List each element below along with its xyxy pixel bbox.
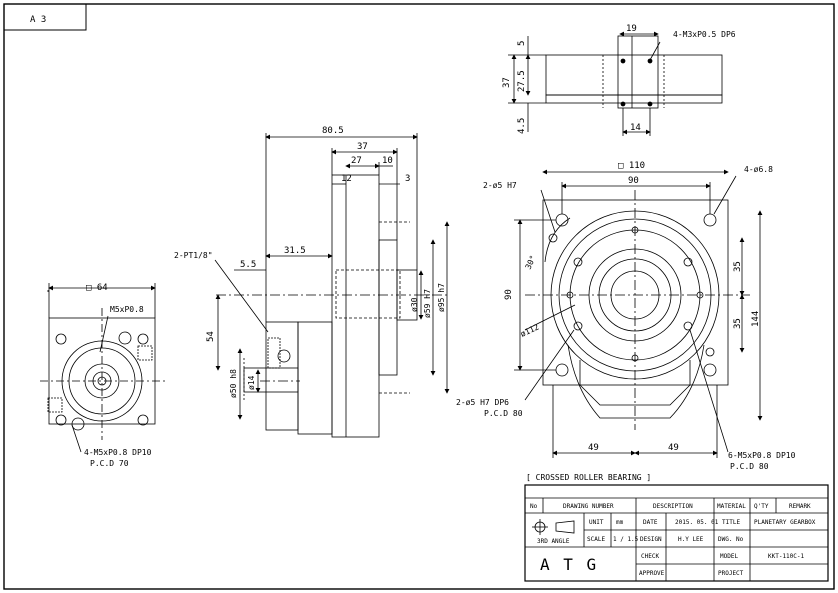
- front-note-left-bottom-2: P.C.D 80: [484, 409, 523, 418]
- left-end-view: [40, 283, 165, 453]
- tb-header-no: No: [530, 503, 538, 510]
- left-view-bottom-note-2: P.C.D 70: [90, 459, 129, 468]
- title-block: [524, 484, 829, 582]
- front-note-right-top: 4-ø6.8: [744, 165, 773, 174]
- tb-projection: 3RD ANGLE: [537, 538, 570, 545]
- side-dia-95: ø95 h7: [437, 283, 446, 312]
- front-view: [514, 169, 763, 458]
- left-view-bottom-note-1: 4-M5xP0.8 DP10: [84, 448, 152, 457]
- side-view: [214, 133, 450, 438]
- tb-dwg-label: DWG. No: [718, 536, 744, 543]
- front-dim-49-right: 49: [668, 443, 679, 453]
- tb-unit-value: mm: [616, 519, 624, 526]
- tb-approve-label: APPROVE: [639, 570, 665, 577]
- front-dim-144: 144: [751, 311, 761, 327]
- bearing-label: [ CROSSED ROLLER BEARING ]: [526, 473, 651, 482]
- side-dim-80-5: 80.5: [322, 126, 344, 136]
- sheet-size-box: [3, 3, 87, 31]
- tb-header-drawing-number: DRAWING NUMBER: [563, 503, 614, 510]
- side-dia-59: ø59 H7: [423, 289, 432, 318]
- front-dim-49-left: 49: [588, 443, 599, 453]
- tb-model-value: KKT-110C-1: [768, 553, 805, 560]
- side-dim-10: 10: [382, 156, 393, 166]
- front-note-left-top: 2-ø5 H7: [483, 181, 517, 190]
- side-dim-54: 54: [206, 331, 216, 342]
- top-view: [508, 31, 723, 136]
- tb-model-label: MODEL: [720, 553, 738, 560]
- side-port-label: 2-PT1/8": [174, 251, 213, 260]
- top-dim-27-5: 27.5: [517, 70, 527, 92]
- top-dim-37: 37: [502, 77, 512, 88]
- side-dim-3: 3: [405, 174, 410, 184]
- front-note-left-bottom-1: 2-ø5 H7 DP6: [456, 398, 509, 407]
- top-dim-19: 19: [626, 24, 637, 34]
- front-dim-35-upper: 35: [733, 261, 743, 272]
- tb-title-value: PLANETARY GEARBOX: [754, 519, 816, 526]
- top-dim-5: 5: [517, 41, 527, 46]
- tb-project-label: PROJECT: [718, 570, 744, 577]
- side-dia-30: ø30: [410, 297, 419, 312]
- left-view-top-note: M5xP0.8: [110, 305, 144, 314]
- tb-design-label: DESIGN: [640, 536, 662, 543]
- sheet-size-label: A 3: [30, 15, 46, 25]
- tb-check-label: CHECK: [641, 553, 659, 560]
- sheet-border: [3, 3, 835, 590]
- tb-header-qty: Q'TY: [754, 503, 769, 510]
- tb-design-value: H.Y LEE: [678, 536, 704, 543]
- front-pcd-112: ø112: [519, 322, 540, 338]
- side-dim-27: 27: [351, 156, 362, 166]
- top-dim-4-5: 4.5: [517, 118, 527, 134]
- front-square-dim: □ 110: [618, 161, 645, 171]
- tb-scale-value: 1 / 1.5: [613, 536, 639, 543]
- side-dim-31-5: 31.5: [284, 246, 306, 256]
- tb-company-logo-text: A T G: [540, 555, 598, 574]
- left-view-square-dim: □ 64: [86, 283, 108, 293]
- tb-header-material: MATERIAL: [717, 503, 746, 510]
- tb-header-description: DESCRIPTION: [653, 503, 693, 510]
- top-dim-14: 14: [630, 123, 641, 133]
- top-hole-note: 4-M3xP0.5 DP6: [673, 30, 736, 39]
- side-dia-14: ø14: [247, 375, 256, 390]
- front-dim-90-left: 90: [504, 289, 514, 300]
- tb-header-remark: REMARK: [789, 503, 811, 510]
- tb-title-label: TITLE: [722, 519, 740, 526]
- tb-unit-label: UNIT: [589, 519, 604, 526]
- tb-date-value: 2015. 05. 01: [675, 519, 719, 526]
- side-dim-12: 12: [341, 174, 352, 184]
- front-dim-35-lower: 35: [733, 318, 743, 329]
- side-dia-50: ø50 h8: [229, 369, 238, 398]
- front-angle-30: 30°: [524, 254, 538, 271]
- tb-scale-label: SCALE: [587, 536, 605, 543]
- front-dim-90-top: 90: [628, 176, 639, 186]
- front-note-right-bottom-2: P.C.D 80: [730, 462, 769, 471]
- tb-date-label: DATE: [643, 519, 658, 526]
- front-note-right-bottom-1: 6-M5xP0.8 DP10: [728, 451, 796, 460]
- side-dim-37: 37: [357, 142, 368, 152]
- side-dim-5-5: 5.5: [240, 260, 256, 270]
